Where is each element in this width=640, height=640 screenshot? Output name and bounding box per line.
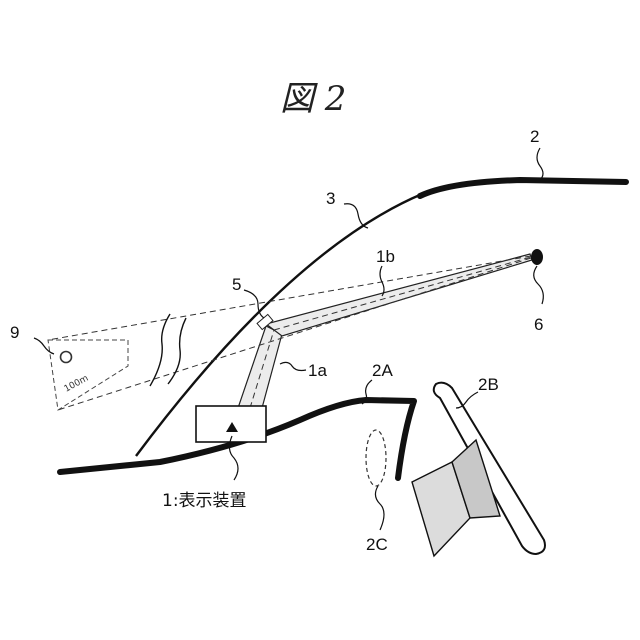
leader-eye [534, 266, 544, 304]
label-display-device: 1:表示装置 [162, 491, 247, 511]
eye-icon [531, 249, 543, 265]
label-pedal: 2C [366, 535, 388, 554]
virtual-sign-icon [61, 352, 72, 363]
leader-roof [537, 148, 543, 180]
leader-light-upper [380, 266, 384, 296]
label-light-upper: 1b [376, 247, 395, 266]
sight-line-lower [58, 258, 531, 410]
pedal-area [366, 430, 386, 486]
label-light-lower: 1a [308, 361, 327, 380]
figure-title: 図 2 [280, 79, 346, 119]
light-path-lower [238, 326, 282, 408]
wavy-line-2 [168, 318, 186, 384]
label-dashboard: 2A [372, 361, 393, 380]
label-virtual-image: 9 [10, 323, 19, 342]
label-eye: 6 [534, 315, 543, 334]
leader-pedal [375, 486, 384, 530]
label-steering: 2B [478, 375, 499, 394]
leader-light-lower [280, 362, 306, 370]
virtual-sign-distance: 100m [63, 374, 91, 395]
label-roof: 2 [530, 127, 539, 146]
label-reflection: 5 [232, 275, 241, 294]
light-path-upper [266, 254, 532, 336]
roof-line [420, 180, 626, 196]
label-windshield: 3 [326, 189, 335, 208]
virtual-image-plane [48, 340, 128, 410]
